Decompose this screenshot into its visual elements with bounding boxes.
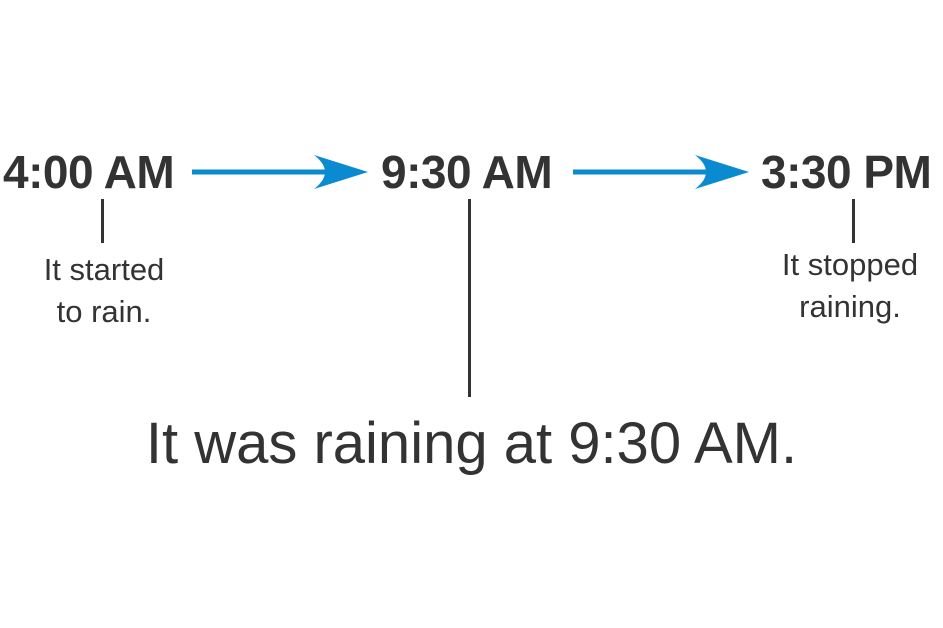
time-label-end: 3:30 PM (761, 146, 932, 198)
note-end-line2: raining. (799, 289, 901, 324)
time-label-middle: 9:30 AM (381, 146, 553, 198)
right-arrow-icon (192, 155, 368, 189)
note-start-line2: to rain. (56, 294, 152, 329)
right-arrow-icon (573, 155, 749, 189)
tick-middle (468, 199, 471, 397)
tick-start (101, 199, 104, 243)
note-end: It stopped raining. (760, 244, 940, 328)
summary-sentence: It was raining at 9:30 AM. (145, 411, 798, 476)
note-start: It started to rain. (20, 249, 188, 333)
note-start-line1: It started (43, 252, 165, 287)
tick-end (852, 199, 855, 243)
note-end-line1: It stopped (781, 247, 919, 282)
time-label-start: 4:00 AM (3, 146, 175, 198)
